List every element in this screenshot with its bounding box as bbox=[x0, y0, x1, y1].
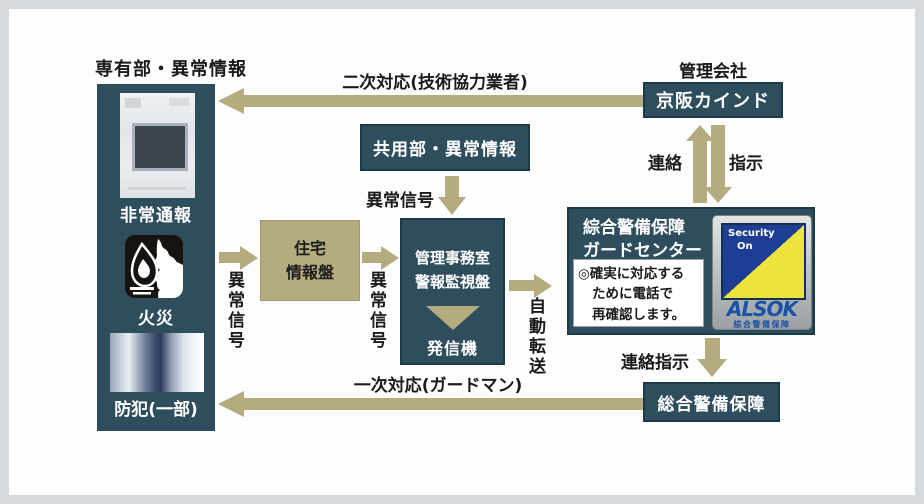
office-to-guard-arrow-shaft bbox=[509, 280, 535, 291]
housing-panel-line1: 住宅 bbox=[293, 238, 326, 258]
instruction-label: 指示 bbox=[729, 154, 763, 174]
guard-center-note: ◎確実に対応する ために電話で 再確認します。 bbox=[573, 259, 704, 327]
housing-info-panel-box: 住宅 情報盤 bbox=[260, 220, 360, 301]
instruction-down-arrow-shaft bbox=[711, 125, 725, 189]
abnormal-signal-left-label: 異常信号 bbox=[224, 271, 244, 351]
guard-to-sogo-arrow-shaft bbox=[705, 338, 720, 361]
emergency-intercom-photo bbox=[120, 93, 195, 198]
left-to-housing-arrow-shaft bbox=[219, 252, 241, 263]
housing-to-office-arrowhead-icon bbox=[381, 246, 399, 270]
note-line2: ために電話で bbox=[592, 286, 673, 303]
emergency-report-label: 非常通報 bbox=[120, 206, 192, 226]
fire-label: 火災 bbox=[138, 309, 174, 329]
housing-to-office-arrow-shaft bbox=[362, 252, 382, 263]
office-to-guard-arrowhead-icon bbox=[534, 274, 552, 298]
alsok-wordmark: ALSOK bbox=[726, 297, 798, 321]
common-area-arrowhead-icon bbox=[438, 197, 466, 215]
auto-transfer-label: 自動転送 bbox=[525, 297, 545, 377]
primary-response-arrow-shaft bbox=[242, 398, 643, 410]
abnormal-signal-common-label: 異常信号 bbox=[366, 191, 434, 211]
alsok-security-on-sticker-icon: Security On bbox=[721, 223, 806, 300]
crime-prevention-label: 防犯(一部) bbox=[114, 400, 198, 420]
primary-response-label: 一次対応(ガードマン) bbox=[353, 376, 523, 396]
transmitter-label: 発信機 bbox=[426, 339, 478, 358]
office-internal-arrowhead-icon bbox=[426, 306, 480, 330]
guard-center-line2: ガードセンター bbox=[583, 240, 702, 261]
management-company-box: 京阪カインド bbox=[643, 82, 783, 118]
left-to-housing-arrowhead-icon bbox=[240, 246, 258, 270]
office-box-line2: 警報監視盤 bbox=[414, 273, 490, 291]
on-text: On bbox=[737, 240, 753, 252]
common-area-arrow-shaft bbox=[445, 176, 459, 199]
alsok-tagline: 綜合警備保障 bbox=[733, 320, 791, 329]
contact-up-arrow-shaft bbox=[693, 139, 707, 203]
private-area-panel: 非常通報 火災 防犯(一部) bbox=[97, 84, 215, 431]
contact-up-arrowhead-icon bbox=[686, 125, 714, 141]
sogo-security-box: 総合警備保障 bbox=[643, 382, 780, 422]
alsok-badge: Security On ALSOK 綜合警備保障 bbox=[712, 215, 812, 330]
management-company-heading: 管理会社 bbox=[679, 62, 747, 82]
guard-center-box: 綜合警備保障 ガードセンター ◎確実に対応する ために電話で 再確認します。 S… bbox=[567, 207, 815, 335]
crime-prevention-photo bbox=[110, 333, 204, 392]
security-text: Security bbox=[728, 228, 775, 239]
contact-label: 連絡 bbox=[648, 154, 682, 174]
contact-instruction-label: 連絡指示 bbox=[621, 353, 689, 373]
abnormal-signal-mid-label: 異常信号 bbox=[366, 271, 386, 351]
instruction-down-arrowhead-icon bbox=[704, 187, 732, 203]
secondary-response-label: 二次対応(技術協力業者) bbox=[342, 73, 528, 93]
common-area-box: 共用部・異常情報 bbox=[360, 124, 530, 171]
guard-center-line1: 綜合警備保障 bbox=[583, 218, 685, 238]
office-box-line1: 管理事務室 bbox=[414, 249, 490, 267]
note-line1: ◎確実に対応する bbox=[578, 266, 685, 282]
housing-panel-line2: 情報盤 bbox=[285, 262, 334, 282]
primary-response-arrowhead-icon bbox=[218, 391, 244, 417]
office-monitoring-box: 管理事務室 警報監視盤 発信機 bbox=[400, 218, 505, 365]
secondary-response-arrow-shaft bbox=[242, 95, 643, 107]
private-area-heading: 専有部・異常情報 bbox=[95, 59, 247, 80]
guard-to-sogo-arrowhead-icon bbox=[697, 359, 727, 377]
note-line3: 再確認します。 bbox=[592, 306, 686, 323]
secondary-response-arrowhead-icon bbox=[218, 88, 244, 114]
